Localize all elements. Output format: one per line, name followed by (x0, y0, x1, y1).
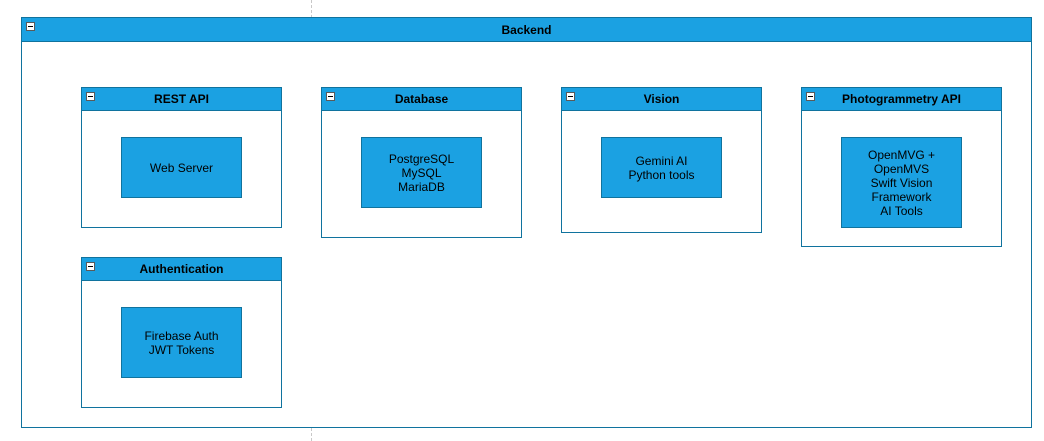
vision-title: Vision (643, 92, 680, 106)
vision-node[interactable]: Gemini AI Python tools (601, 137, 722, 198)
vision-header[interactable]: Vision (562, 88, 761, 111)
authentication-node[interactable]: Firebase Auth JWT Tokens (121, 307, 242, 378)
backend-header[interactable]: Backend (22, 18, 1031, 42)
web-server-label: Web Server (149, 160, 214, 175)
photogrammetry-label: OpenMVG + OpenMVS Swift Vision Framework… (867, 147, 936, 218)
web-server-node[interactable]: Web Server (121, 137, 242, 198)
photogrammetry-header[interactable]: Photogrammetry API (802, 88, 1001, 111)
collapse-icon[interactable] (26, 22, 35, 31)
rest-api-header[interactable]: REST API (82, 88, 281, 111)
photogrammetry-group[interactable]: Photogrammetry API OpenMVG + OpenMVS Swi… (801, 87, 1002, 247)
rest-api-group[interactable]: REST API Web Server (81, 87, 282, 228)
collapse-icon[interactable] (86, 92, 95, 101)
database-label: PostgreSQL MySQL MariaDB (388, 151, 455, 194)
rest-api-title: REST API (154, 92, 209, 106)
vision-group[interactable]: Vision Gemini AI Python tools (561, 87, 762, 233)
authentication-title: Authentication (139, 262, 224, 276)
collapse-icon[interactable] (566, 92, 575, 101)
backend-title: Backend (501, 22, 552, 37)
database-title: Database (394, 92, 449, 106)
authentication-header[interactable]: Authentication (82, 258, 281, 281)
photogrammetry-node[interactable]: OpenMVG + OpenMVS Swift Vision Framework… (841, 137, 962, 228)
photogrammetry-title: Photogrammetry API (842, 92, 961, 106)
vision-label: Gemini AI Python tools (628, 153, 695, 182)
collapse-icon[interactable] (86, 262, 95, 271)
collapse-icon[interactable] (326, 92, 335, 101)
authentication-label: Firebase Auth JWT Tokens (144, 328, 219, 357)
database-group[interactable]: Database PostgreSQL MySQL MariaDB (321, 87, 522, 238)
database-node[interactable]: PostgreSQL MySQL MariaDB (361, 137, 482, 208)
authentication-group[interactable]: Authentication Firebase Auth JWT Tokens (81, 257, 282, 408)
database-header[interactable]: Database (322, 88, 521, 111)
collapse-icon[interactable] (806, 92, 815, 101)
